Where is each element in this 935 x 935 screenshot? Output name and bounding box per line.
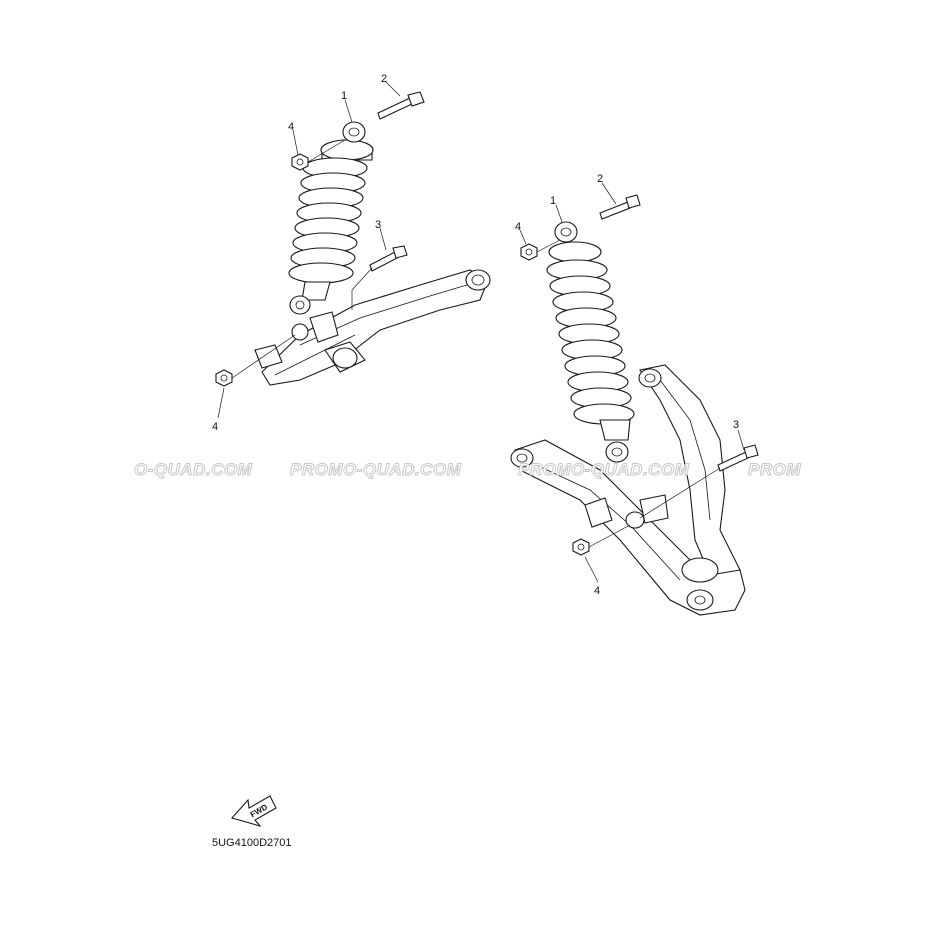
left-coil-spring [288,157,368,284]
right-upper-nut [520,243,538,261]
right-upper-bolt [599,194,641,220]
right-coil-spring [546,259,635,425]
callout-left-3: 3 [375,219,381,231]
left-assembly: 1 2 3 4 4 [212,73,491,433]
right-leader-lines [519,182,745,583]
left-lower-bolt [369,245,408,272]
watermark-text-3: PROMO-QUAD.COM [518,460,690,479]
callout-right-3: 3 [733,419,739,431]
callout-left-1: 1 [341,90,347,102]
left-a-arm [254,269,491,386]
watermark-text-2: PROMO-QUAD.COM [290,460,462,479]
right-a-arm [510,364,746,616]
left-upper-nut [291,153,309,171]
diagram-code: 5UG4100D2701 [212,837,292,849]
watermark: O-QUAD.COM PROMO-QUAD.COM PROMO-QUAD.COM… [134,460,802,480]
left-upper-bolt [377,91,425,120]
watermark-text-4: PROM [748,460,801,479]
right-lower-bolt [717,444,759,472]
left-lower-nut [215,369,233,387]
right-assembly: 1 2 3 4 4 [510,173,759,616]
watermark-text-1: O-QUAD.COM [134,460,253,479]
right-lower-nut [572,538,590,556]
left-shock-absorber [288,121,374,341]
left-leader-lines [217,81,401,419]
callout-left-4a: 4 [288,121,294,133]
callout-right-2: 2 [597,173,603,185]
callout-left-2: 2 [381,73,387,85]
right-shock-absorber [546,221,645,529]
callout-right-4a: 4 [515,221,521,233]
callout-right-1: 1 [550,195,556,207]
callout-right-4b: 4 [594,585,600,597]
fwd-arrow: FWD [231,795,277,828]
callout-left-4b: 4 [212,421,218,433]
